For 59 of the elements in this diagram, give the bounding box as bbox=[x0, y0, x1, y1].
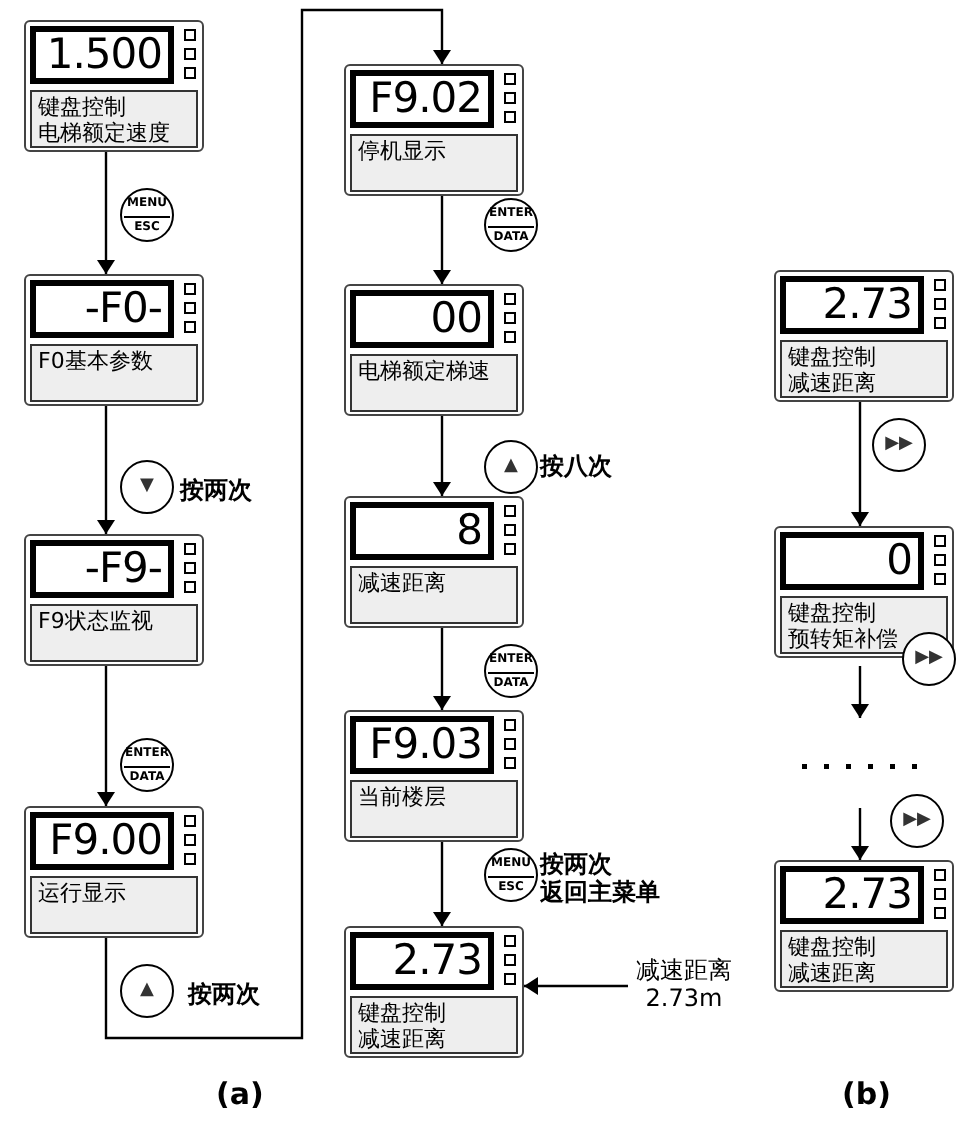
description-box: 停机显示 bbox=[350, 134, 518, 192]
display-panel bbox=[24, 274, 204, 406]
display-panel bbox=[774, 270, 954, 402]
display-panel bbox=[344, 926, 524, 1058]
description-box: 减速距离 bbox=[350, 566, 518, 624]
display-panel bbox=[774, 860, 954, 992]
display-readout: F9.02 bbox=[350, 70, 494, 128]
display-readout: 1.500 bbox=[30, 26, 174, 84]
key-button: ▶▶ bbox=[902, 632, 956, 686]
display-panel bbox=[344, 710, 524, 842]
arrow bbox=[524, 979, 628, 993]
display-panel bbox=[24, 806, 204, 938]
description-box: 键盘控制 减速距离 bbox=[350, 996, 518, 1054]
display-readout: 2.73 bbox=[780, 866, 924, 924]
display-panel bbox=[344, 284, 524, 416]
display-readout: F9.00 bbox=[30, 812, 174, 870]
arrow bbox=[99, 406, 113, 534]
key-button: ▼ bbox=[120, 460, 174, 514]
annotation-text: 减速距离 2.73m bbox=[628, 956, 740, 1016]
key-button: ▲ bbox=[120, 964, 174, 1018]
arrow bbox=[435, 196, 449, 284]
description-box: 运行显示 bbox=[30, 876, 198, 934]
display-panel bbox=[344, 64, 524, 196]
display-readout: -F9- bbox=[30, 540, 174, 598]
description-box: 键盘控制 减速距离 bbox=[780, 340, 948, 398]
description-box: F0基本参数 bbox=[30, 344, 198, 402]
description-box: 键盘控制 电梯额定速度 bbox=[30, 90, 198, 148]
panel-caption: (a) bbox=[216, 1076, 264, 1112]
description-box: 当前楼层 bbox=[350, 780, 518, 838]
display-panel bbox=[24, 20, 204, 152]
key-button: ▶▶ bbox=[872, 418, 926, 472]
arrow bbox=[435, 842, 449, 926]
display-readout: 00 bbox=[350, 290, 494, 348]
press-note: 按两次 bbox=[188, 980, 260, 1008]
arrow bbox=[435, 628, 449, 710]
display-readout: 2.73 bbox=[780, 276, 924, 334]
description-box: 键盘控制 减速距离 bbox=[780, 930, 948, 988]
display-readout: 8 bbox=[350, 502, 494, 560]
arrow bbox=[435, 416, 449, 496]
display-panel bbox=[24, 534, 204, 666]
display-readout: 0 bbox=[780, 532, 924, 590]
display-readout: -F0- bbox=[30, 280, 174, 338]
description-box: 电梯额定梯速 bbox=[350, 354, 518, 412]
arrow bbox=[104, 8, 449, 1040]
display-panel bbox=[344, 496, 524, 628]
press-note: 按两次 bbox=[180, 476, 252, 504]
panel-caption: (b) bbox=[842, 1076, 891, 1112]
display-readout: F9.03 bbox=[350, 716, 494, 774]
key-button: ▲ bbox=[484, 440, 538, 494]
arrow bbox=[853, 402, 867, 526]
display-readout: 2.73 bbox=[350, 932, 494, 990]
arrow bbox=[853, 666, 867, 718]
arrow bbox=[99, 152, 113, 274]
arrow bbox=[99, 666, 113, 806]
arrow bbox=[853, 808, 867, 860]
press-note: 按两次 返回主菜单 bbox=[540, 850, 660, 906]
description-box: F9状态监视 bbox=[30, 604, 198, 662]
press-note: 按八次 bbox=[540, 452, 612, 480]
key-button: ▶▶ bbox=[890, 794, 944, 848]
